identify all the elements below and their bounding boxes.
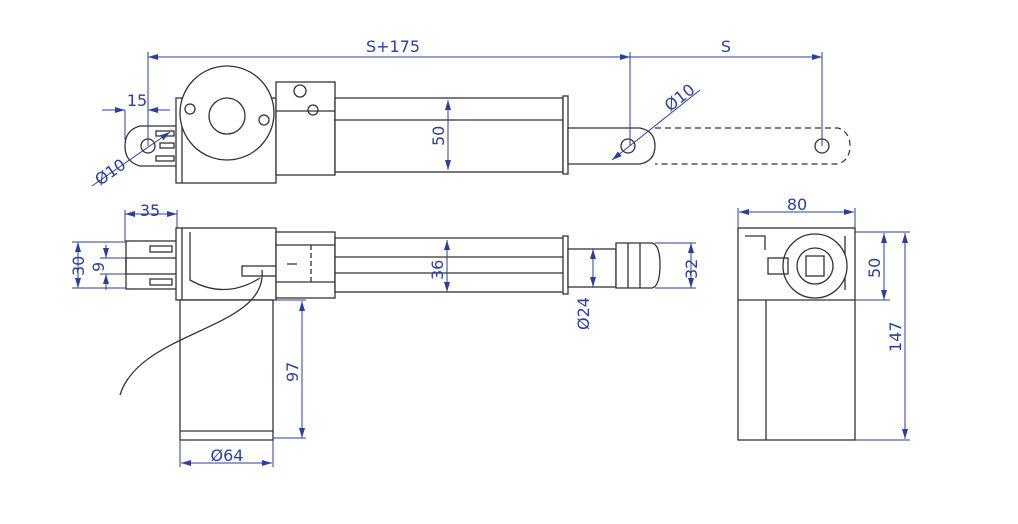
label-front-hole: Ø10: [661, 80, 699, 115]
label-rod: Ø24: [574, 297, 593, 330]
label-motor-length: 97: [283, 362, 302, 382]
label-slot: 9: [89, 262, 108, 272]
top-view: S+175 S 15 Ø10 Ø10 50: [91, 37, 851, 189]
label-width: 80: [787, 195, 807, 214]
label-overall-length: S+175: [366, 37, 420, 56]
label-rear-offset: 15: [127, 91, 147, 110]
label-stroke: S: [721, 37, 731, 56]
label-rear-hole: Ø10: [91, 155, 129, 189]
label-total-height: 147: [886, 321, 905, 352]
label-clevis-height: 30: [69, 256, 88, 276]
label-tube: 36: [428, 260, 447, 280]
label-height: 50: [429, 126, 448, 146]
label-motor-dia: Ø64: [211, 446, 244, 465]
side-view: 35 30 9 36 32 Ø24 97 Ø64: [69, 201, 701, 467]
label-rod-end: 32: [682, 259, 701, 279]
label-clevis-width: 35: [140, 201, 160, 220]
label-head-height: 50: [865, 258, 884, 278]
end-view: 80 50 147: [737, 195, 910, 441]
